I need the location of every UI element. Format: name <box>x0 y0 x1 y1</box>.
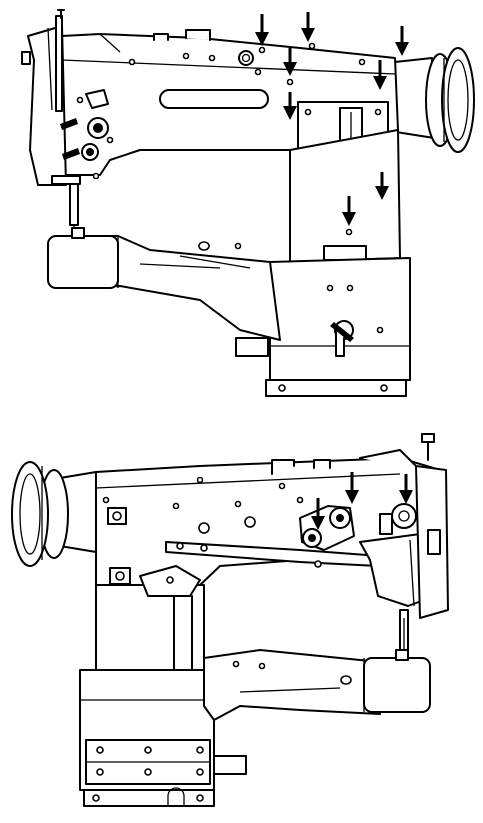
cylinder-bed <box>203 609 431 721</box>
arrow-marker-group <box>311 472 413 530</box>
front-view-drawing <box>21 9 475 397</box>
arrow-marker-group <box>255 12 409 236</box>
arrow-marker <box>345 472 359 504</box>
arrow-marker <box>301 12 315 42</box>
rear-view-drawing <box>11 433 449 807</box>
arrow-marker <box>255 14 269 46</box>
front-view <box>0 0 483 410</box>
arrow-marker <box>395 26 409 56</box>
pillar-and-base <box>235 129 411 397</box>
arrow-marker <box>283 48 297 76</box>
arrow-marker <box>399 474 413 504</box>
arrow-marker <box>283 92 297 120</box>
sewing-head <box>21 9 114 240</box>
handwheel <box>394 47 475 153</box>
arrow-marker <box>375 172 389 200</box>
handwheel <box>11 461 97 567</box>
arm-body <box>95 433 449 619</box>
cylinder-bed <box>47 227 281 341</box>
arrow-marker <box>311 498 325 530</box>
pillar-and-base <box>79 565 247 807</box>
arrow-marker <box>342 196 356 226</box>
arrow-marker <box>373 60 387 90</box>
rear-view <box>0 410 483 823</box>
